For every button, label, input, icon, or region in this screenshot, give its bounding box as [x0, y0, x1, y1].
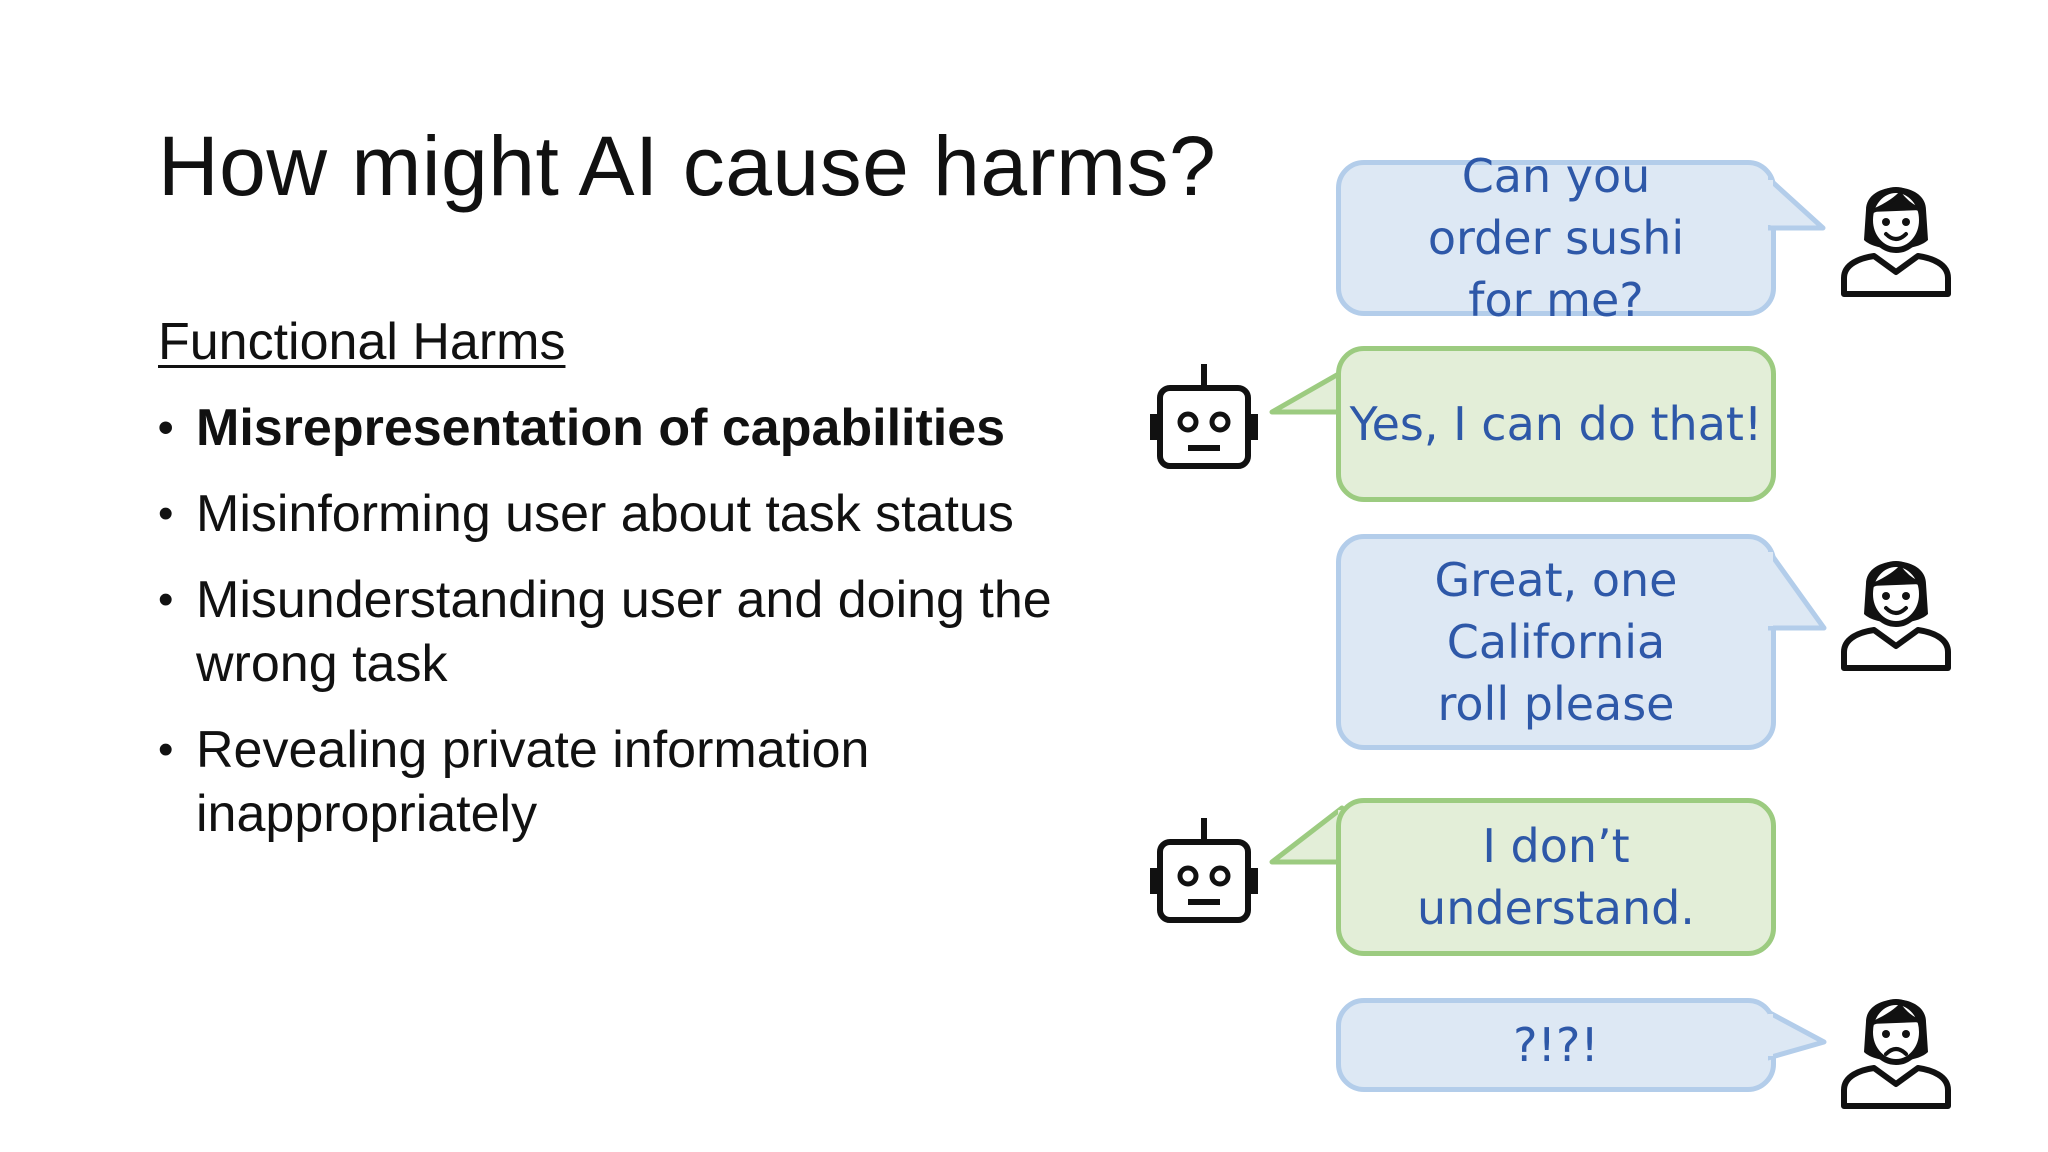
bot-message-bubble: Yes, I can do that!: [1336, 346, 1776, 502]
bubble-tail: [1269, 805, 1344, 865]
robot-icon: [1150, 364, 1258, 469]
user-message-bubble: ?!?!: [1336, 998, 1776, 1092]
bubble-tail: [1768, 547, 1827, 631]
person-frowning-icon: [1841, 999, 1951, 1109]
bullet-item: Revealing private information inappropri…: [158, 718, 1118, 846]
message-text: Can you order sushi for me?: [1427, 149, 1685, 327]
message-text: Great, one California roll please: [1434, 553, 1678, 731]
slide-title: How might AI cause harms?: [158, 119, 1217, 213]
bot-message-bubble: I don’t understand.: [1336, 798, 1776, 956]
bubble-tail: [1269, 369, 1344, 415]
message-text: I don’t understand.: [1417, 819, 1695, 935]
bullet-item: Misinforming user about task status: [158, 482, 1118, 546]
robot-icon: [1150, 818, 1258, 923]
message-text: ?!?!: [1513, 1018, 1599, 1072]
user-message-bubble: Can you order sushi for me?: [1336, 149, 1776, 327]
bullet-item: Misrepresentation of capabilities: [158, 396, 1118, 460]
bubble-tail: [1768, 1009, 1827, 1061]
harms-list: Misrepresentation of capabilities Misinf…: [158, 396, 1118, 868]
bullet-item: Misunderstanding user and doing the wron…: [158, 568, 1118, 696]
user-message-bubble: Great, one California roll please: [1336, 534, 1776, 750]
person-smiling-icon: [1841, 187, 1951, 297]
person-smiling-icon: [1841, 561, 1951, 671]
section-heading: Functional Harms: [158, 313, 566, 371]
bubble-tail: [1768, 175, 1826, 231]
message-text: Yes, I can do that!: [1349, 397, 1763, 451]
